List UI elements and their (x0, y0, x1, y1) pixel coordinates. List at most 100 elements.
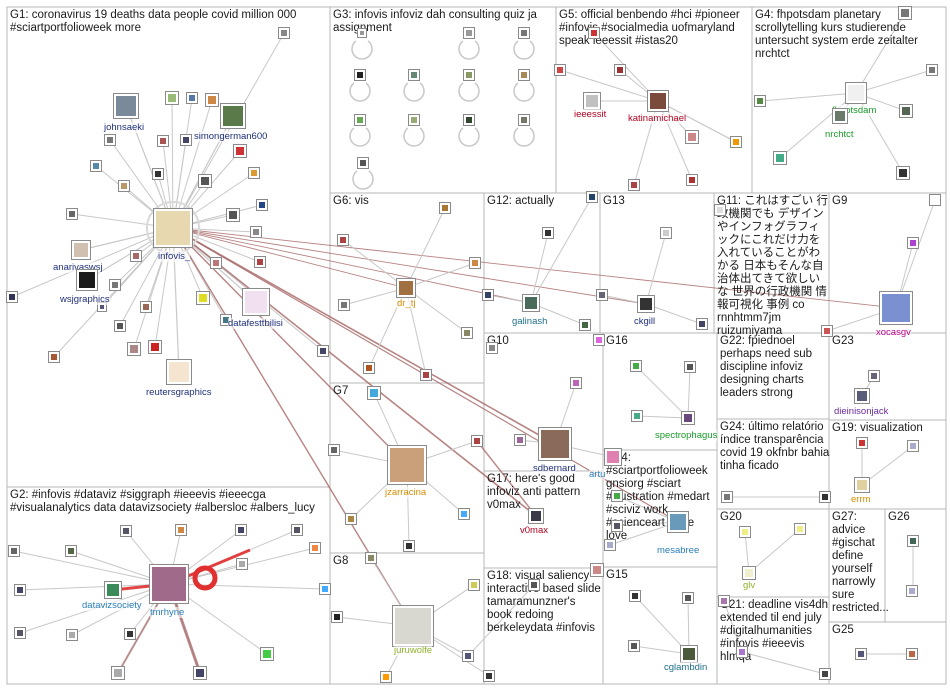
vertex-node[interactable] (896, 166, 910, 180)
vertex-node[interactable] (157, 135, 169, 147)
vertex-node[interactable] (127, 342, 141, 356)
vertex-node[interactable] (248, 167, 260, 179)
vertex-sdbernard[interactable] (538, 427, 572, 461)
vertex-node[interactable] (118, 180, 130, 192)
vertex-node[interactable] (354, 69, 366, 81)
vertex-anarivaswsj[interactable] (71, 240, 91, 260)
vertex-node[interactable] (542, 227, 554, 239)
vertex-dieinisonjack[interactable] (854, 388, 870, 404)
vertex-fhpotsdam[interactable] (845, 82, 867, 104)
vertex-node[interactable] (403, 540, 415, 552)
vertex-galinash[interactable] (522, 294, 540, 312)
vertex-node[interactable] (468, 579, 480, 591)
vertex-datavizsociety[interactable] (104, 581, 122, 599)
vertex-juruwolfe[interactable] (392, 605, 434, 647)
vertex-node[interactable] (66, 208, 78, 220)
vertex-node[interactable] (899, 104, 913, 118)
vertex-node[interactable] (104, 134, 116, 146)
vertex-node[interactable] (439, 202, 451, 214)
vertex-node[interactable] (518, 69, 530, 81)
vertex-node[interactable] (629, 590, 641, 602)
vertex-node[interactable] (205, 93, 219, 107)
vertex-v0max[interactable] (528, 508, 544, 524)
vertex-dr-tj[interactable] (396, 278, 416, 298)
vertex-node[interactable] (631, 410, 643, 422)
vertex-node[interactable] (367, 386, 381, 400)
vertex-node[interactable] (714, 204, 726, 216)
vertex-node[interactable] (408, 114, 420, 126)
vertex-node[interactable] (486, 342, 498, 354)
vertex-node[interactable] (114, 320, 126, 332)
vertex-node[interactable] (518, 114, 530, 126)
vertex-node[interactable] (593, 334, 605, 346)
vertex-jzarracina[interactable] (387, 445, 427, 485)
vertex-node[interactable] (291, 524, 303, 536)
vertex-node[interactable] (907, 440, 919, 452)
vertex-node[interactable] (730, 136, 742, 148)
vertex-node[interactable] (148, 340, 162, 354)
vertex-ckgill[interactable] (637, 295, 655, 313)
vertex-mesabree[interactable] (667, 511, 689, 533)
vertex-node[interactable] (736, 646, 748, 658)
vertex-infovis-[interactable] (153, 208, 193, 248)
vertex-node[interactable] (588, 27, 600, 39)
vertex-node[interactable] (130, 250, 142, 262)
vertex-artu[interactable] (604, 448, 622, 466)
vertex-node[interactable] (794, 523, 806, 535)
vertex-node[interactable] (868, 370, 880, 382)
vertex-datafesttbilisi[interactable] (242, 288, 270, 316)
vertex-node[interactable] (819, 668, 831, 680)
vertex-node[interactable] (363, 362, 375, 374)
vertex-spectrophagus[interactable] (681, 411, 695, 425)
vertex-node[interactable] (469, 257, 481, 269)
vertex-node[interactable] (611, 520, 623, 532)
vertex-node[interactable] (628, 640, 640, 652)
vertex-node[interactable] (180, 134, 192, 146)
vertex-node[interactable] (514, 434, 526, 446)
vertex-errm[interactable] (854, 477, 870, 493)
vertex-node[interactable] (14, 627, 26, 639)
vertex-node[interactable] (471, 435, 483, 447)
vertex-node[interactable] (463, 27, 475, 39)
vertex-cglambdin[interactable] (680, 645, 698, 663)
vertex-node[interactable] (256, 199, 268, 211)
vertex-node[interactable] (152, 168, 164, 180)
vertex-node[interactable] (682, 592, 694, 604)
vertex-node[interactable] (109, 279, 121, 291)
vertex-node[interactable] (345, 513, 357, 525)
vertex-node[interactable] (898, 6, 912, 20)
vertex-node[interactable] (408, 69, 420, 81)
vertex-node[interactable] (570, 377, 582, 389)
vertex-node[interactable] (226, 208, 240, 222)
vertex-node[interactable] (684, 361, 696, 373)
vertex-node[interactable] (462, 650, 474, 662)
vertex-node[interactable] (140, 301, 152, 313)
vertex-simongerman600[interactable] (220, 103, 246, 129)
vertex-node[interactable] (518, 27, 530, 39)
vertex-nrchtct[interactable] (832, 108, 848, 124)
vertex-node[interactable] (579, 319, 591, 331)
vertex-node[interactable] (196, 291, 210, 305)
vertex-node[interactable] (458, 508, 470, 520)
vertex-node[interactable] (278, 27, 290, 39)
vertex-node[interactable] (111, 666, 125, 680)
vertex-node[interactable] (420, 369, 432, 381)
vertex-node[interactable] (926, 64, 938, 76)
vertex-node[interactable] (124, 628, 136, 640)
vertex-node[interactable] (260, 647, 274, 661)
vertex-tmrhyne[interactable] (149, 564, 189, 604)
vertex-node[interactable] (210, 257, 222, 269)
vertex-node[interactable] (855, 648, 867, 660)
vertex-node[interactable] (856, 437, 868, 449)
vertex-node[interactable] (328, 444, 340, 456)
vertex-node[interactable] (193, 666, 207, 680)
vertex-node[interactable] (907, 535, 919, 547)
vertex-node[interactable] (596, 289, 608, 301)
vertex-node[interactable] (685, 130, 699, 144)
vertex-reutersgraphics[interactable] (166, 359, 192, 385)
vertex-node[interactable] (614, 64, 626, 76)
vertex-wsjgraphics[interactable] (76, 269, 98, 291)
vertex-node[interactable] (554, 64, 566, 76)
vertex-node[interactable] (590, 563, 604, 577)
vertex-node[interactable] (6, 291, 18, 303)
